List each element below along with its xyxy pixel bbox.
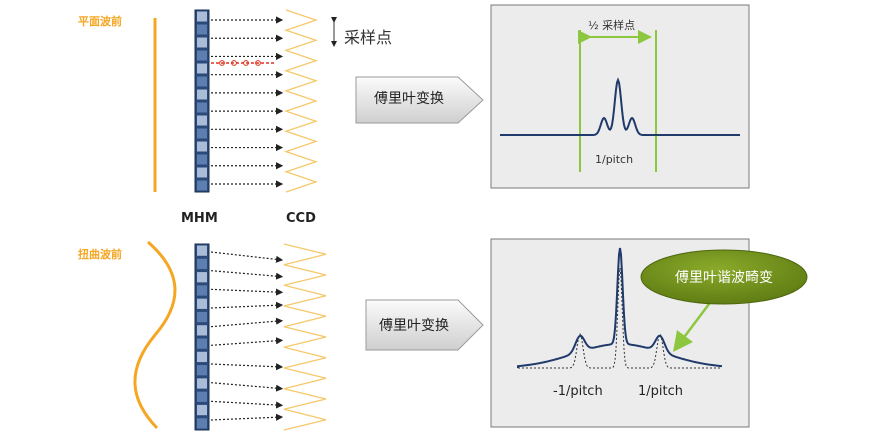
ray-arrow [210, 400, 284, 409]
mhm-cell [197, 351, 207, 363]
mhm-cell [197, 285, 207, 296]
spectrum-curve-bottom [517, 247, 723, 368]
mhm-cell [197, 37, 207, 48]
mhm-cell [197, 50, 207, 61]
arrows-top [211, 16, 284, 188]
mhm-cell [197, 102, 207, 113]
mhm-cell [197, 141, 207, 152]
ideal-spectrum-dotted [518, 267, 722, 369]
mhm-cell [197, 404, 207, 416]
ray-arrow [210, 317, 284, 328]
mhm-cell [197, 167, 207, 178]
ccd-zigzag-top [283, 9, 319, 193]
ray-arrow [210, 382, 284, 392]
ccd-zigzag-bottom [283, 243, 327, 431]
spectrum-curve-top [500, 77, 740, 136]
ray-arrow [210, 270, 284, 280]
mhm-cell [197, 272, 207, 283]
mhm-cell [197, 338, 207, 349]
ray-arrow [210, 251, 284, 263]
fourier-transform-arrow-bottom [365, 299, 484, 351]
mhm-array-bottom [194, 243, 210, 431]
fourier-transform-label-bottom: 傅里叶变换 [379, 317, 449, 334]
mhm-cell [197, 245, 207, 256]
mhm-cell [197, 378, 207, 389]
highlight-dot [231, 60, 237, 66]
highlight-dot [219, 60, 225, 66]
ray-arrow [210, 413, 284, 421]
mhm-cell [197, 89, 207, 100]
distortion-callout [640, 249, 808, 305]
mhm-array-top [194, 9, 210, 193]
arrows-bottom [210, 251, 284, 421]
callout-pointer [673, 299, 713, 352]
pitch-label-top: 1/pitch [595, 153, 633, 166]
half-sampling-label: ½ 采样点 [588, 18, 635, 32]
mhm-cell [197, 24, 207, 35]
ray-arrow [210, 337, 284, 346]
mhm-cell [197, 63, 207, 74]
distorted-wavefront-curve [133, 240, 177, 430]
mhm-cell [197, 180, 207, 191]
mhm-cell [197, 76, 207, 87]
mhm-body [194, 243, 210, 431]
ray-arrow [210, 301, 284, 309]
highlight-dot [243, 60, 249, 66]
mhm-cell [197, 365, 207, 376]
mhm-cell [197, 128, 207, 139]
mhm-cell [197, 115, 207, 126]
mhm-cell [197, 298, 207, 309]
sampling-point-label: 采样点 [344, 28, 392, 47]
mhm-cell [197, 311, 207, 323]
ray-arrow [210, 288, 284, 296]
ray-arrow [210, 363, 284, 371]
mhm-cell [197, 325, 207, 336]
mhm-cell [197, 418, 207, 429]
mhm-body [194, 9, 210, 193]
flat-wavefront-label: 平面波前 [78, 14, 122, 28]
mhm-cell [197, 11, 207, 22]
ccd-label: CCD [286, 211, 316, 226]
fourier-transform-arrow-top [355, 76, 484, 124]
distortion-callout-label: 傅里叶谐波畸变 [675, 270, 773, 286]
mhm-label: MHM [181, 211, 218, 226]
pos-pitch-label: 1/pitch [638, 384, 683, 399]
mhm-cell [197, 391, 207, 402]
mhm-cell [197, 258, 207, 270]
mhm-cell [197, 154, 207, 165]
neg-pitch-label: -1/pitch [553, 384, 603, 399]
highlight-dot [255, 60, 261, 66]
distorted-wavefront-label: 扭曲波前 [78, 247, 122, 261]
fourier-transform-label-top: 傅里叶变换 [374, 90, 444, 107]
